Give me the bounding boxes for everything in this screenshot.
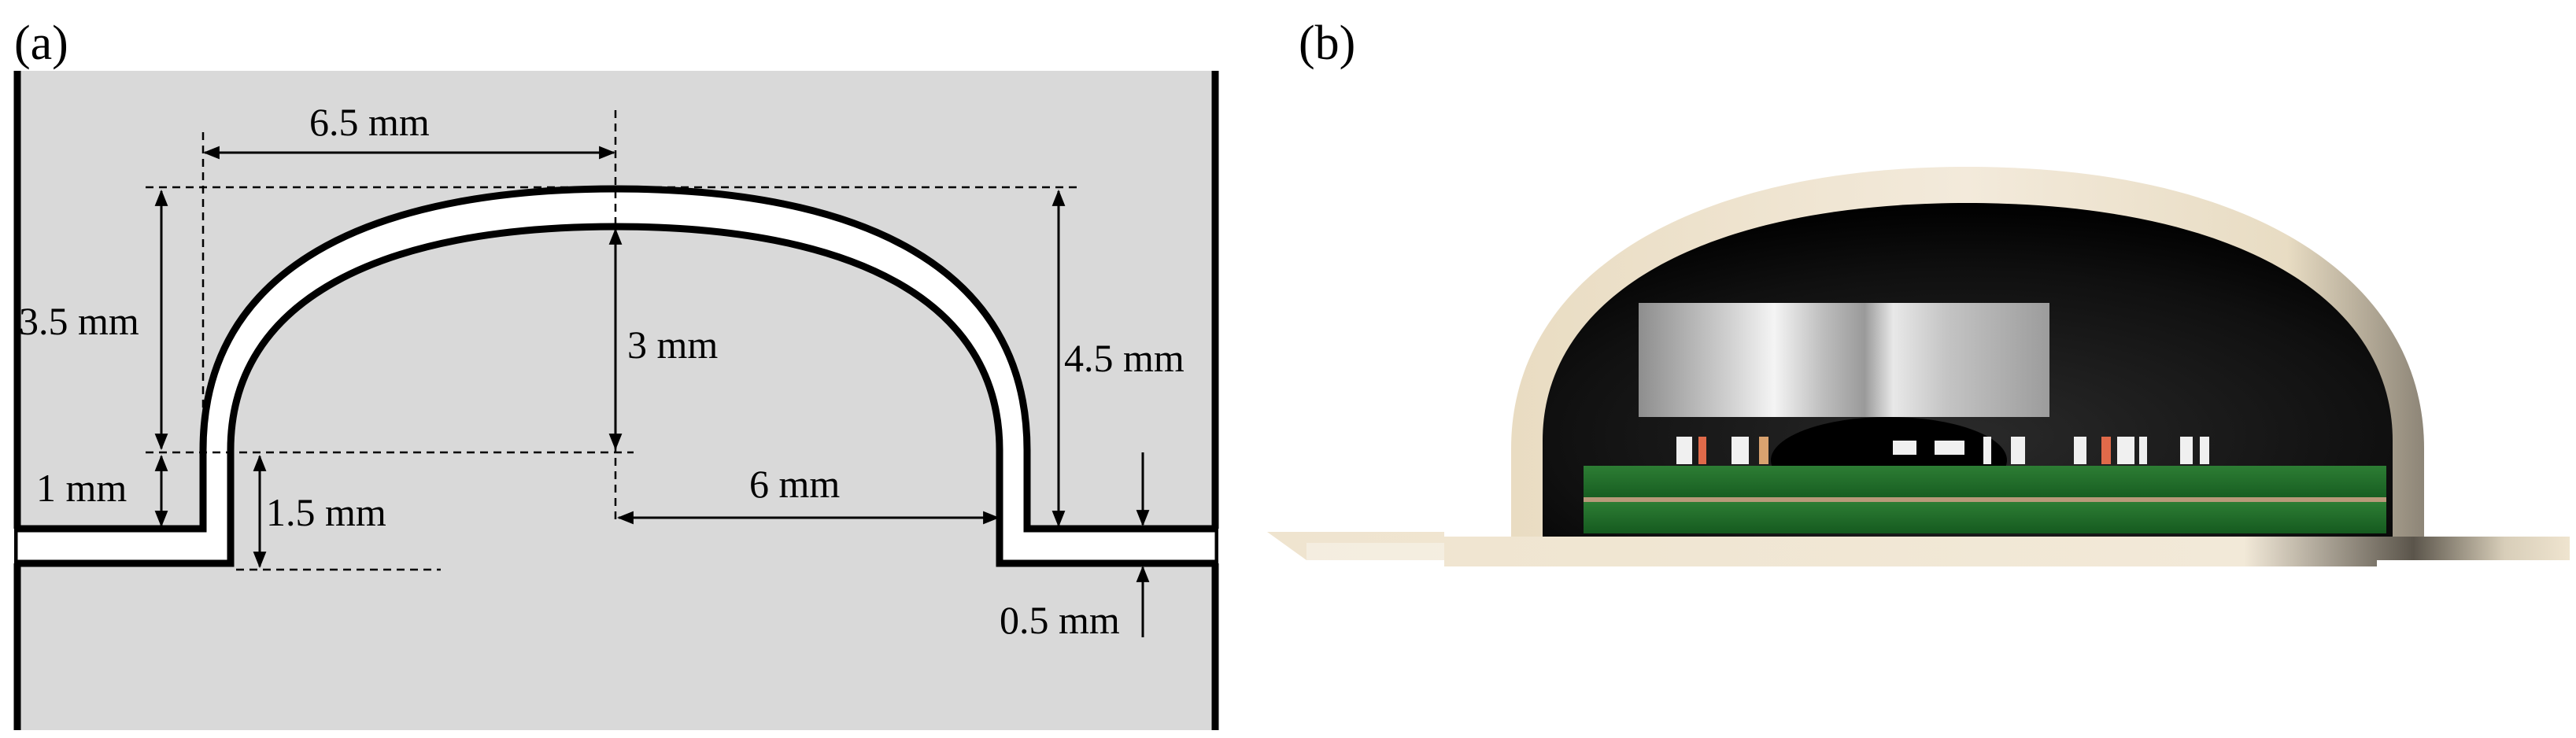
label-half-width-top: 6.5 mm: [309, 100, 430, 144]
label-left-base: 1 mm: [36, 466, 127, 510]
panel-b-label: (b): [1299, 17, 1355, 70]
base-plate: [1267, 532, 2570, 566]
label-left-height: 3.5 mm: [19, 299, 139, 343]
panel-a-label: (a): [14, 17, 68, 70]
dimension-arrows: [154, 146, 1150, 637]
panel-a: (a): [0, 17, 1234, 732]
base-highlight: [1306, 543, 1444, 560]
label-gap: 0.5 mm: [1000, 598, 1120, 642]
label-inner-base: 1.5 mm: [266, 490, 386, 534]
label-center-height: 3 mm: [627, 323, 718, 367]
label-right-height: 4.5 mm: [1064, 336, 1185, 380]
panel-b: (b): [1267, 17, 2570, 566]
pcb-separator: [1584, 497, 2386, 502]
right-margin: [1218, 71, 1234, 732]
pcb-bottom: [1584, 502, 2386, 533]
label-inner-half-width: 6 mm: [749, 462, 840, 506]
pcb-top: [1584, 466, 2386, 501]
left-margin: [0, 71, 14, 732]
coin-battery: [1639, 303, 2049, 417]
